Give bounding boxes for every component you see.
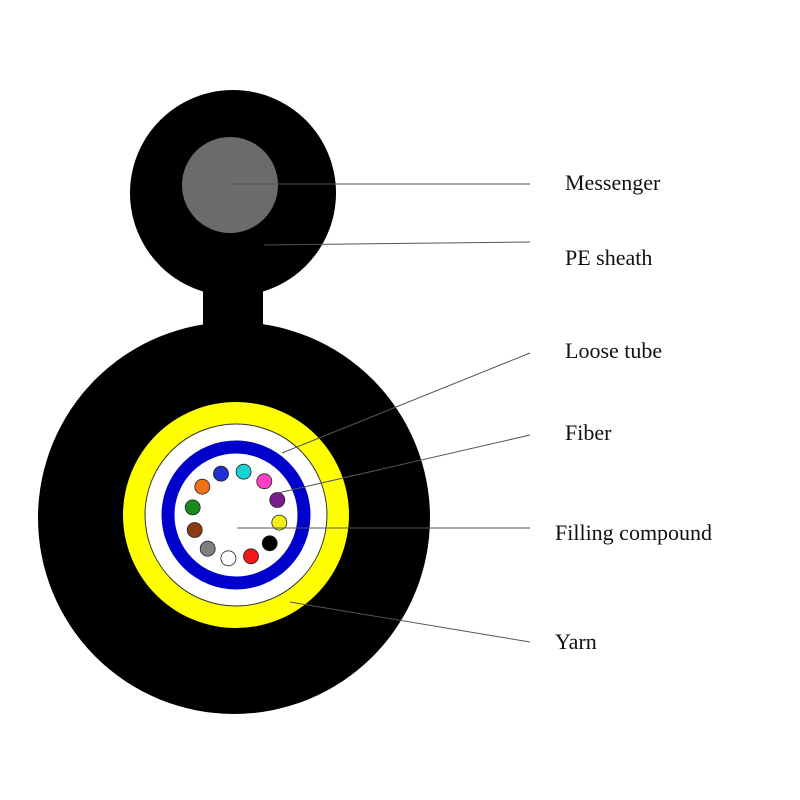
label-yarn: Yarn	[555, 629, 597, 654]
leader-line-fiber	[277, 434, 531, 494]
label-filling-compound: Filling compound	[555, 520, 712, 545]
label-pe-sheath: PE sheath	[565, 245, 652, 270]
fiber-bundle	[184, 463, 288, 567]
fiber-rose	[256, 473, 273, 490]
fiber-red	[243, 548, 259, 565]
fiber-green	[184, 499, 201, 516]
loose-tube	[161, 440, 311, 590]
fiber-aqua	[235, 463, 252, 480]
label-messenger: Messenger	[565, 170, 661, 195]
fiber-brown	[186, 522, 203, 538]
fiber-yellow	[271, 514, 288, 531]
leader-line-pe-sheath	[263, 241, 531, 246]
leader-line-yarn	[289, 601, 531, 643]
fiber-black	[261, 535, 278, 552]
messenger-wire	[182, 137, 278, 233]
label-loose-tube: Loose tube	[565, 338, 662, 363]
fiber-blue	[213, 465, 229, 482]
fiber-slate	[199, 540, 216, 557]
fiber-white	[220, 550, 237, 567]
label-fiber: Fiber	[565, 420, 612, 445]
leader-line-loose-tube	[281, 352, 531, 454]
fiber-violet	[269, 492, 286, 508]
fiber-orange	[194, 478, 211, 495]
